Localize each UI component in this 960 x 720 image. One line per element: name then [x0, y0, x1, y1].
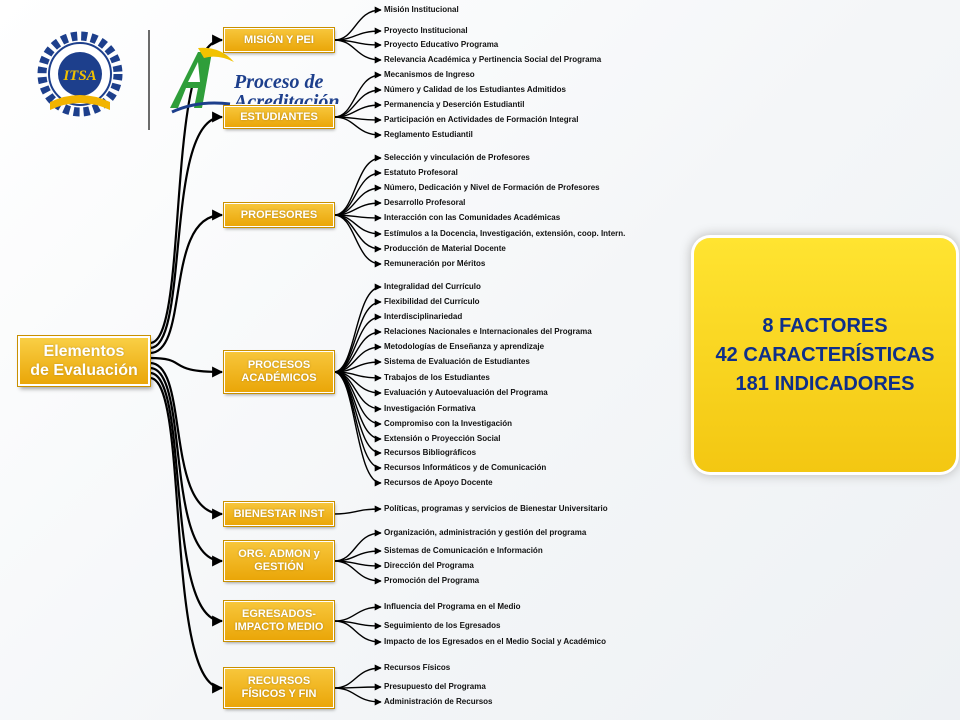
item-produccion-material: Producción de Material Docente: [384, 244, 506, 253]
item-recursos-fisicos: Recursos Físicos: [384, 663, 451, 672]
item-relaciones-nacionales: Relaciones Nacionales e Internacionales …: [384, 327, 592, 336]
item-sistemas-comunicacion: Sistemas de Comunicación e Información: [384, 546, 543, 555]
category-label: PROCESOS ACADÉMICOS: [241, 359, 317, 384]
category-to-item-connector: [333, 620, 382, 646]
item-recursos-informaticos: Recursos Informáticos y de Comunicación: [384, 463, 547, 472]
item-extension-proyeccion: Extensión o Proyección Social: [384, 434, 501, 443]
root-line2: de Evaluación: [30, 362, 138, 379]
item-recursos-bibliograficos: Recursos Bibliográficos: [384, 448, 477, 457]
item-presupuesto-programa: Presupuesto del Programa: [384, 682, 486, 691]
category-to-item-connector: [333, 603, 382, 622]
item-remuneracion-meritos: Remuneración por Méritos: [384, 259, 486, 268]
item-impacto-egresados: Impacto de los Egresados en el Medio Soc…: [384, 637, 606, 646]
root-to-category-connector: [149, 361, 224, 520]
header-divider: [148, 30, 150, 130]
category-to-item-connector: [333, 154, 382, 216]
item-proyecto-institucional: Proyecto Institucional: [384, 26, 468, 35]
item-seleccion-profesores: Selección y vinculación de Profesores: [384, 153, 530, 162]
item-mision-institucional: Misión Institucional: [384, 5, 459, 14]
summary-box: 8 FACTORES 42 CARACTERÍSTICAS 181 INDICA…: [694, 238, 956, 472]
category-label: BIENESTAR INST: [233, 507, 325, 520]
root-to-category-connector: [149, 356, 224, 378]
category-to-item-connector: [333, 371, 382, 443]
item-influencia-medio: Influencia del Programa en el Medio: [384, 602, 521, 611]
item-compromiso-investigacion: Compromiso con la Investigación: [384, 419, 513, 428]
item-autoevaluacion-programa: Evaluación y Autoevaluación del Programa: [384, 388, 548, 397]
category-to-item-connector: [333, 214, 382, 268]
category-estudiantes: ESTUDIANTES: [223, 105, 335, 129]
category-to-item-connector: [333, 664, 382, 689]
institution-logo: ITSA: [30, 26, 130, 126]
item-direccion-programa: Dirección del Programa: [384, 561, 474, 570]
category-profesores: PROFESORES: [223, 202, 335, 228]
item-interaccion-comunidades: Interacción con las Comunidades Académic…: [384, 213, 561, 222]
accreditation-subtitle: Acreditación: [234, 92, 340, 104]
item-promocion-programa: Promoción del Programa: [384, 576, 480, 585]
category-recursos-fisicos: RECURSOS FÍSICOS Y FIN: [223, 667, 335, 709]
category-to-item-connector: [333, 505, 382, 515]
category-label: ESTUDIANTES: [240, 110, 318, 123]
category-to-item-connector: [333, 687, 382, 706]
category-label: EGRESADOS- IMPACTO MEDIO: [234, 608, 324, 633]
summary-indicadores: 181 INDICADORES: [735, 372, 915, 395]
item-interdisciplinariedad: Interdisciplinariedad: [384, 312, 463, 321]
logo-acronym: ITSA: [62, 68, 96, 84]
item-trabajos-estudiantes: Trabajos de los Estudiantes: [384, 373, 490, 382]
root-to-category-connector: [149, 366, 224, 567]
category-mision-pei: MISIÓN Y PEI: [223, 27, 335, 53]
root-line1: Elementos: [43, 343, 125, 360]
item-seguimiento-egresados: Seguimiento de los Egresados: [384, 621, 501, 630]
category-label: MISIÓN Y PEI: [244, 33, 314, 46]
item-mecanismos-ingreso: Mecanismos de Ingreso: [384, 70, 475, 79]
item-politicas-bienestar: Políticas, programas y servicios de Bien…: [384, 504, 608, 513]
item-metodologias-ensenanza: Metodologías de Enseñanza y aprendizaje: [384, 342, 545, 351]
category-egresados: EGRESADOS- IMPACTO MEDIO: [223, 600, 335, 642]
category-label: RECURSOS FÍSICOS Y FIN: [241, 675, 317, 700]
summary-caracteristicas: 42 CARACTERÍSTICAS: [715, 343, 935, 366]
category-org-admon-gestion: ORG. ADMON y GESTIÓN: [223, 540, 335, 582]
item-flexibilidad-curriculo: Flexibilidad del Currículo: [384, 297, 480, 306]
category-to-item-connector: [333, 283, 382, 373]
item-estimulos-docencia: Estímulos a la Docencia, Investigación, …: [384, 229, 626, 238]
item-proyecto-educativo: Proyecto Educativo Programa: [384, 40, 499, 49]
item-organizacion-gestion: Organización, administración y gestión d…: [384, 528, 587, 537]
item-administracion-recursos: Administración de Recursos: [384, 697, 493, 706]
item-numero-calidad-estudiantes: Número y Calidad de los Estudiantes Admi…: [384, 85, 566, 94]
item-connectors: [333, 6, 382, 706]
category-to-item-connector: [333, 39, 382, 64]
item-numero-dedicacion: Número, Dedicación y Nivel de Formación …: [384, 183, 600, 192]
root-to-category-connector: [149, 209, 224, 355]
category-to-item-connector: [333, 560, 382, 585]
category-label: ORG. ADMON y GESTIÓN: [238, 548, 320, 573]
item-permanencia-desercion: Permanencia y Deserción Estudiantil: [384, 100, 525, 109]
root-node: Elementos de Evaluación: [17, 335, 151, 387]
item-estatuto-profesoral: Estatuto Profesoral: [384, 168, 458, 177]
root-to-category-connector: [149, 111, 224, 350]
gear-logo-icon: ITSA: [37, 31, 123, 117]
item-reglamento-estudiantil: Reglamento Estudiantil: [384, 130, 473, 139]
category-bienestar: BIENESTAR INST: [223, 501, 335, 527]
root-to-category-connector: [149, 371, 224, 627]
accreditation-title: Proceso de: [234, 71, 324, 93]
item-recursos-apoyo: Recursos de Apoyo Docente: [384, 478, 493, 487]
summary-factores: 8 FACTORES: [762, 314, 888, 337]
category-to-item-connector: [333, 529, 382, 562]
category-to-item-connector: [333, 371, 382, 487]
item-investigacion-formativa: Investigación Formativa: [384, 404, 476, 413]
accreditation-a-icon: [170, 47, 234, 114]
category-to-item-connector: [333, 298, 382, 373]
item-desarrollo-profesoral: Desarrollo Profesoral: [384, 198, 466, 207]
item-relevancia-academica: Relevancia Académica y Pertinencia Socia…: [384, 55, 602, 64]
category-to-item-connector: [333, 116, 382, 139]
root-connectors: [149, 34, 224, 694]
item-integralidad-curriculo: Integralidad del Currículo: [384, 282, 481, 291]
root-to-category-connector: [149, 376, 224, 694]
item-sistema-evaluacion: Sistema de Evaluación de Estudiantes: [384, 357, 530, 366]
category-label: PROFESORES: [240, 208, 318, 221]
accreditation-logo: Proceso de Acreditación: [168, 44, 358, 116]
item-participacion-formacion: Participación en Actividades de Formació…: [384, 115, 579, 124]
category-procesos-academicos: PROCESOS ACADÉMICOS: [223, 350, 335, 394]
